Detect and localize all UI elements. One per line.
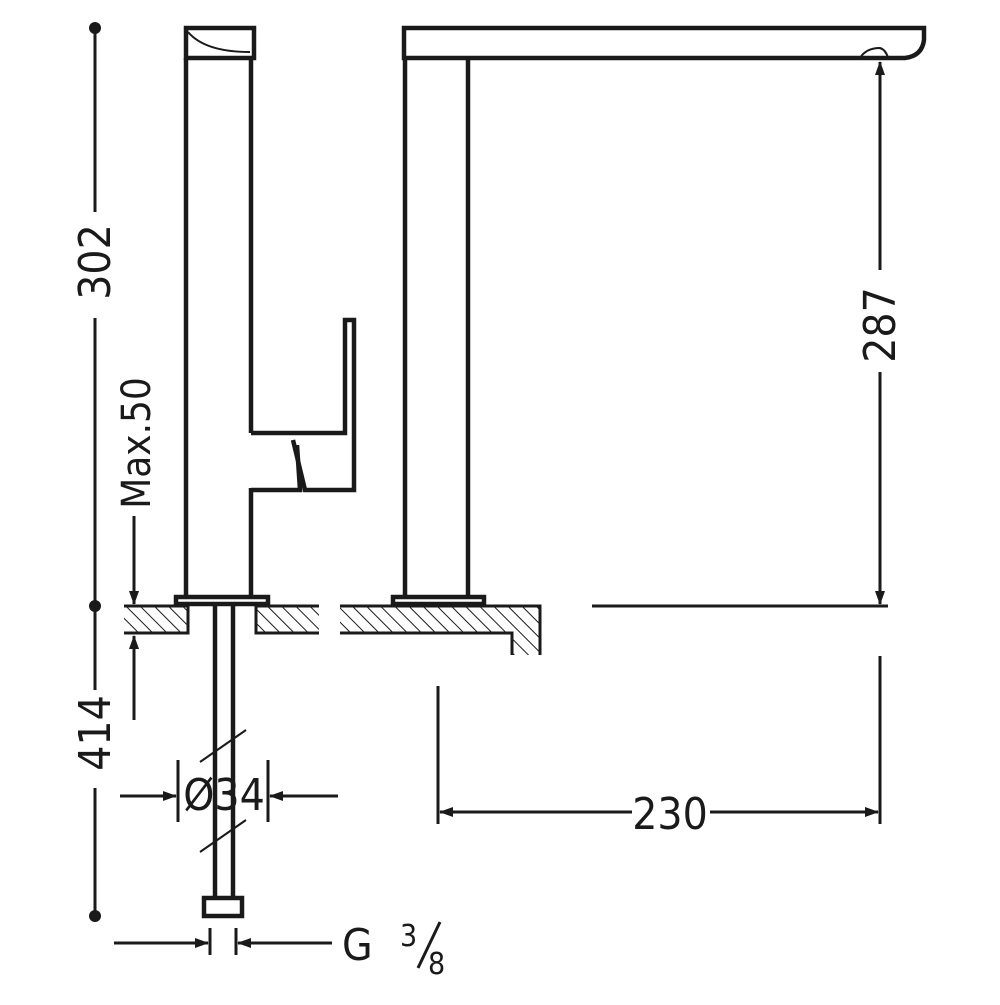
counter-middle-hatch — [256, 606, 319, 633]
counter-left-hatch — [124, 606, 188, 633]
counter-middle-outline — [254, 604, 319, 635]
vertical-dimension-left: 302 414 — [70, 22, 121, 922]
conn-letter: G — [342, 920, 373, 971]
max-thickness-dimension: Max.50 — [114, 377, 160, 720]
max50-label: Max.50 — [114, 377, 160, 509]
connection-dimension: G 3 8 — [114, 919, 445, 982]
side-spout — [401, 25, 927, 61]
front-base-ring — [173, 594, 271, 607]
dim-287-label: 287 — [855, 287, 906, 363]
faucet-front-view — [173, 25, 357, 919]
front-hose-break-top — [199, 729, 247, 763]
front-connector-nut — [201, 895, 245, 919]
conn-fraction-slash — [416, 921, 442, 969]
spout-reach-dimension: 230 — [436, 656, 882, 840]
conn-denominator: 8 — [428, 947, 445, 982]
front-top-cap-curve — [187, 31, 251, 53]
spout-height-dimension: 287 — [855, 61, 906, 605]
front-top-cap — [183, 25, 257, 61]
front-lever-base — [251, 444, 303, 493]
dim-414-label: 414 — [70, 695, 121, 771]
dia-label: Ø34 — [183, 770, 265, 821]
counter-left-outline — [124, 604, 190, 635]
counter-right-hatch — [340, 606, 540, 655]
faucet-side-view — [390, 25, 927, 608]
dim-302-label: 302 — [70, 224, 121, 300]
front-hose-break-bottom — [199, 819, 247, 853]
dim-230-label: 230 — [632, 789, 708, 840]
conn-numerator: 3 — [400, 919, 417, 954]
base-diameter-dimension: Ø34 — [120, 760, 338, 822]
front-lever — [251, 317, 357, 493]
counter-section — [124, 604, 542, 655]
side-aerator — [859, 46, 889, 59]
side-base-ring — [390, 594, 487, 607]
